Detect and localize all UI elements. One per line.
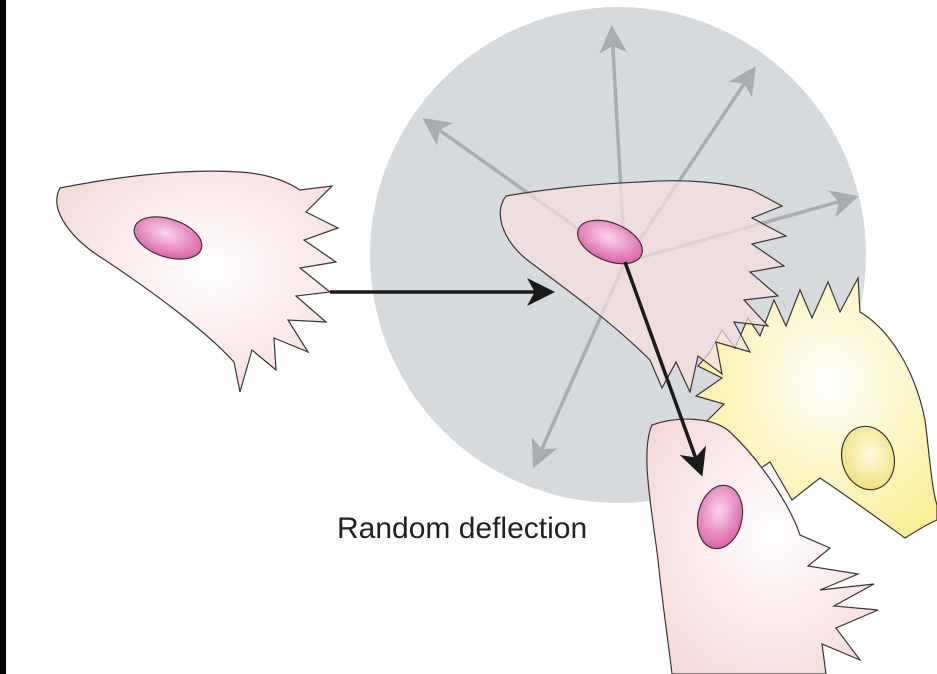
caption-random-deflection: Random deflection (337, 512, 587, 545)
migrating-cell-start (57, 171, 338, 392)
frame-left-border (0, 0, 6, 674)
